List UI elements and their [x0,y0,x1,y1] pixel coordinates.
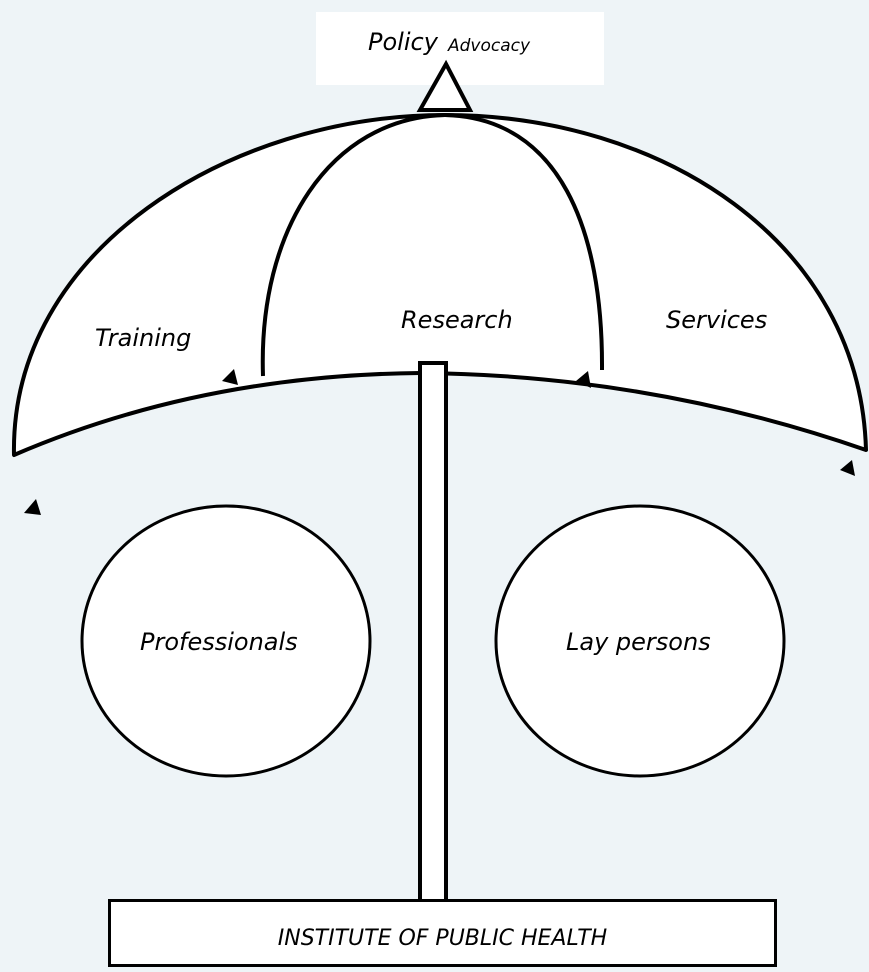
arrowhead-left [24,499,41,515]
institute-label: INSTITUTE OF PUBLIC HEALTH [277,926,608,951]
lay-persons-circle [494,504,786,778]
policy-label: Policy [368,28,438,56]
left-rib [260,113,446,377]
training-label: Training [95,324,192,352]
umbrella-pole [418,361,448,903]
services-label: Services [666,306,768,334]
arrowhead-research [576,371,591,388]
advocacy-label: Advocacy [448,36,531,56]
lay-persons-label: Lay persons [566,628,711,656]
right-rib [444,113,605,371]
arrowhead-services [840,460,855,476]
umbrella-canopy [11,113,868,457]
umbrella-tip [416,59,474,112]
professionals-label: Professionals [140,628,298,656]
policy-advocacy-box [316,12,604,85]
research-label: Research [401,306,513,334]
arrowhead-training [222,369,238,385]
institute-box: INSTITUTE OF PUBLIC HEALTH [108,899,777,967]
professionals-circle [80,504,372,778]
